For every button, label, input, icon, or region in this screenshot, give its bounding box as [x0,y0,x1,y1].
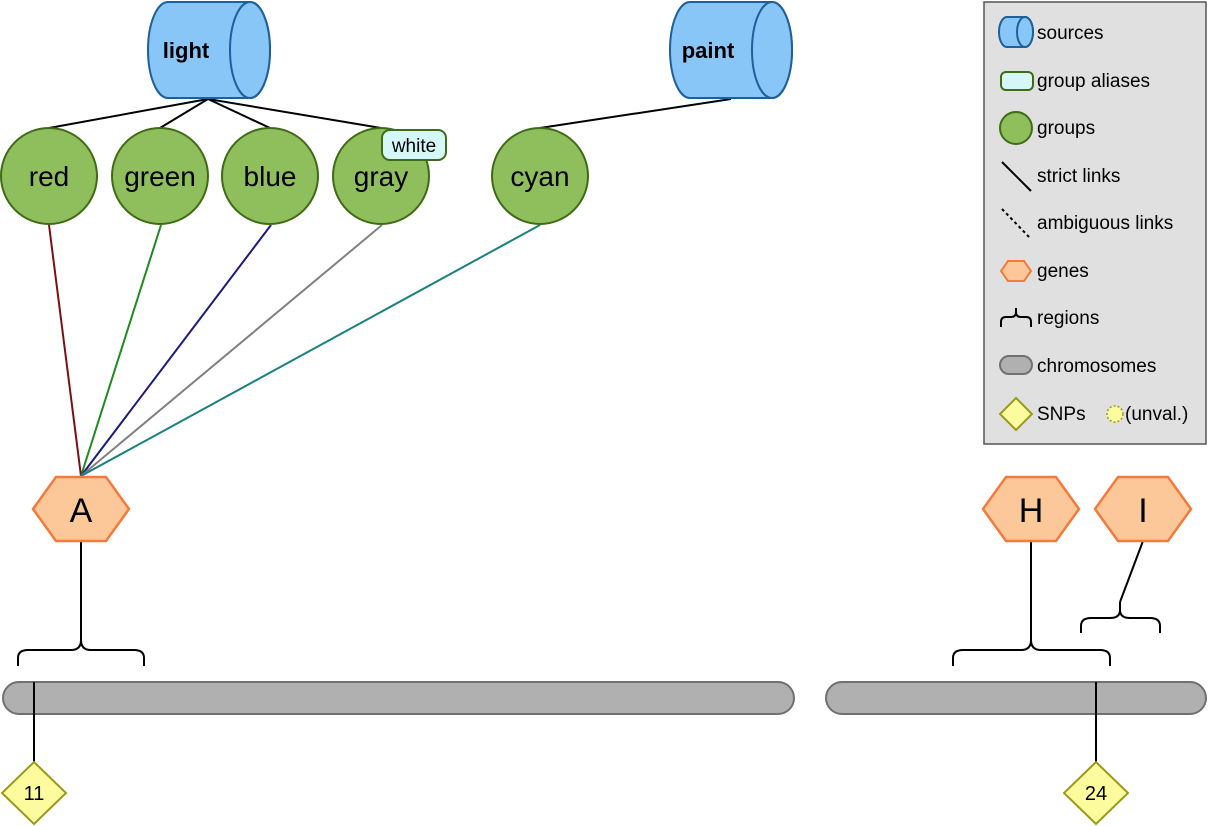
group-label: cyan [510,161,569,192]
link-light-red [48,98,209,129]
group-links [48,224,541,477]
legend: sources group aliases groups strict link… [983,1,1207,445]
legend-unvalidated-label: (unval.) [1125,404,1188,425]
region-brace-I [1080,602,1161,633]
link-green-A [80,224,162,477]
snp-label: 24 [1085,783,1107,805]
cylinder-end-icon [1016,16,1034,48]
snp-label: 11 [24,783,45,805]
chromosome-1[interactable] [2,681,795,715]
cylinder-end-icon [229,1,271,99]
region-brace-H [952,632,1111,666]
source-paint[interactable]: paint [669,0,793,99]
group-circle [221,127,319,225]
gene-A[interactable]: A [31,475,131,543]
legend-ambiguous-label: ambiguous links [1037,213,1173,234]
link-I-region [1119,540,1144,603]
group-circle [0,127,98,225]
chromosome-2[interactable] [825,681,1207,715]
gene-hexagon [1093,475,1193,543]
gene-hexagon [981,475,1081,543]
link-light-gray [207,98,382,129]
gene-label: I [1138,492,1147,530]
region-brace-icon [1000,308,1032,327]
legend-sources-label: sources [1037,23,1104,44]
link-gray-A [80,224,383,477]
legend-groups-label: groups [1037,118,1095,139]
ambiguous-link-icon [1001,208,1032,240]
group-circle [111,127,209,225]
chromosome-bar [2,681,795,715]
group-circle-icon [999,111,1033,145]
link-blue-A [80,224,272,477]
legend-strict-label: strict links [1037,166,1120,187]
group-cyan[interactable]: cyan [491,127,589,225]
chromosome-bar [825,681,1207,715]
link-red-A [48,224,82,477]
gene-hexagon [31,475,131,543]
strict-link-icon [1001,161,1032,192]
source-links [48,98,732,129]
unvalidated-snp-icon [1106,405,1124,423]
legend-chromosomes-label: chromosomes [1037,356,1156,377]
legend-genes-label: genes [1037,261,1089,282]
group-alias-badge [381,129,447,161]
legend-regions-label: regions [1037,308,1099,329]
group-label: red [29,161,69,192]
link-paint-cyan [539,98,732,129]
link-light-green [159,98,209,129]
snp-24[interactable]: 24 [1062,760,1130,826]
group-red[interactable]: red [0,127,98,225]
snp-links [33,682,1097,764]
gene-H[interactable]: H [981,475,1081,543]
regions [17,602,1161,666]
chromosome-icon [999,355,1033,375]
group-gray[interactable]: gray white [332,127,447,225]
snp-diamond [0,760,68,826]
legend-snps-label: SNPs [1037,404,1086,425]
snp-diamond-icon [998,396,1034,432]
region-brace-A [17,632,145,666]
group-label: gray [354,161,408,192]
gene-label: H [1019,492,1044,530]
alias-icon [1000,71,1034,91]
legend-aliases-label: group aliases [1037,71,1150,92]
source-label: paint [682,38,735,63]
group-alias-label: white [391,136,436,157]
group-green[interactable]: green [111,127,209,225]
link-light-blue [207,98,271,129]
group-label: blue [244,161,297,192]
snp-11[interactable]: 11 [0,760,68,826]
group-blue[interactable]: blue [221,127,319,225]
source-label: light [163,38,210,63]
group-circle [491,127,589,225]
snp-diamond [1062,760,1130,826]
group-label: green [124,161,196,192]
source-light[interactable]: light [147,0,271,99]
gene-hexagon-icon [999,260,1033,282]
gene-I[interactable]: I [1093,475,1193,543]
cylinder-end-icon [751,1,793,99]
gene-label: A [70,492,93,530]
link-cyan-A [80,224,541,477]
gene-region-links [80,540,1144,632]
